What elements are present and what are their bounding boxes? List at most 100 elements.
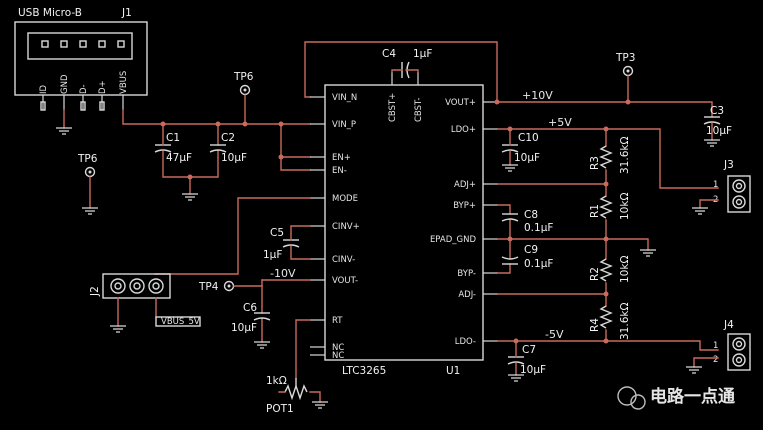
svg-text:0.1µF: 0.1µF — [524, 222, 553, 234]
svg-text:U1: U1 — [446, 365, 460, 377]
svg-text:VOUT+: VOUT+ — [445, 98, 476, 108]
svg-text:VBUS_5V: VBUS_5V — [161, 317, 200, 327]
ic-u1-ltc3265: LTC3265 U1 VIN_N VIN_P EN+ EN- MODE CINV… — [310, 72, 498, 377]
svg-text:ADJ+: ADJ+ — [454, 180, 476, 190]
svg-text:1: 1 — [713, 180, 718, 190]
svg-text:10µF: 10µF — [231, 322, 257, 334]
svg-text:BYP+: BYP+ — [453, 201, 476, 211]
ground-icon — [312, 401, 328, 409]
svg-text:NC: NC — [332, 343, 344, 353]
svg-text:RT: RT — [332, 316, 343, 326]
capacitor-c5: C5 1µF — [263, 227, 300, 261]
watermark: 电路一点通 — [617, 386, 735, 410]
ground-icon — [704, 139, 720, 147]
svg-text:1µF: 1µF — [413, 48, 432, 60]
connector-j3: J3 1 2 — [713, 159, 751, 213]
svg-text:10µF: 10µF — [221, 152, 247, 164]
ground-icon — [182, 193, 198, 201]
testpoint-tp4: TP4 — [198, 280, 235, 293]
svg-text:J2: J2 — [89, 286, 101, 297]
usb-pin-id: ID — [39, 84, 49, 94]
svg-text:BYP-: BYP- — [457, 269, 476, 279]
svg-text:TP4: TP4 — [198, 281, 219, 293]
resistor-r4: R4 31.6kΩ — [589, 303, 631, 340]
net-plus-5v: +5V — [548, 116, 572, 129]
svg-text:R1: R1 — [589, 204, 601, 218]
connector-j2: J2 — [89, 273, 171, 299]
svg-text:R4: R4 — [589, 318, 601, 332]
capacitor-c2: C2 10µF — [209, 132, 247, 164]
svg-text:VIN_P: VIN_P — [332, 120, 356, 130]
svg-text:EN+: EN+ — [332, 153, 351, 163]
capacitor-c8: C8 0.1µF — [501, 209, 553, 234]
testpoint-tp3: TP3 — [615, 52, 635, 77]
svg-text:10kΩ: 10kΩ — [619, 193, 631, 220]
svg-text:EN-: EN- — [332, 166, 347, 176]
capacitor-c10: C10 10µF — [501, 132, 540, 164]
svg-text:电路一点通: 电路一点通 — [650, 386, 735, 407]
svg-text:LDO-: LDO- — [455, 337, 476, 347]
vbus-label-box — [155, 316, 201, 327]
svg-text:TP3: TP3 — [615, 52, 635, 64]
svg-text:0.1µF: 0.1µF — [524, 258, 553, 270]
svg-text:POT1: POT1 — [266, 403, 294, 415]
usb-pin-gnd: GND — [60, 74, 70, 94]
net-plus-10v: +10V — [522, 89, 553, 102]
svg-text:47µF: 47µF — [166, 152, 192, 164]
svg-text:LDO+: LDO+ — [451, 125, 476, 135]
net-minus-10v: -10V — [270, 267, 296, 280]
svg-text:TP6: TP6 — [233, 71, 254, 83]
usb-connector-j1: USB Micro-B J1 ID GND D- D+ VBUS — [14, 7, 148, 111]
svg-text:EPAD_GND: EPAD_GND — [430, 235, 477, 245]
svg-text:J4: J4 — [723, 319, 734, 331]
usb-pin-dp: D+ — [98, 80, 108, 94]
ground-icon — [502, 164, 518, 172]
ground-icon — [508, 374, 524, 382]
svg-text:C5: C5 — [270, 227, 284, 239]
svg-text:10µF: 10µF — [514, 152, 540, 164]
svg-text:J3: J3 — [723, 159, 734, 171]
capacitor-c6: C6 10µF — [231, 302, 271, 334]
svg-text:C2: C2 — [221, 132, 235, 144]
usb-pin-vbus: VBUS — [119, 71, 129, 94]
svg-text:C8: C8 — [524, 209, 538, 221]
svg-text:C7: C7 — [522, 344, 536, 356]
ground-icon — [640, 249, 656, 257]
svg-text:1: 1 — [713, 341, 718, 351]
svg-text:R3: R3 — [589, 156, 601, 170]
testpoint-tp6: TP6 — [77, 153, 98, 178]
svg-text:VOUT-: VOUT- — [332, 276, 358, 286]
potentiometer-pot1: 1kΩ POT1 — [266, 375, 308, 415]
svg-text:C9: C9 — [524, 244, 538, 256]
usb-title: USB Micro-B — [18, 7, 82, 19]
usb-pin-dm: D- — [79, 84, 89, 94]
capacitor-c3: C3 10µF — [703, 105, 732, 137]
ground-icon — [82, 207, 98, 215]
ground-icon — [110, 325, 126, 333]
svg-text:1µF: 1µF — [263, 249, 282, 261]
capacitor-c1: C1 47µF — [154, 132, 192, 164]
svg-text:10kΩ: 10kΩ — [619, 256, 631, 283]
resistor-r1: R1 10kΩ — [589, 193, 631, 220]
svg-text:CBST-: CBST- — [414, 98, 424, 123]
svg-text:C1: C1 — [166, 132, 180, 144]
svg-text:31.6kΩ: 31.6kΩ — [619, 137, 631, 174]
svg-text:NC: NC — [332, 351, 344, 361]
svg-text:CINV-: CINV- — [332, 255, 355, 265]
svg-text:10µF: 10µF — [520, 364, 546, 376]
svg-text:VIN_N: VIN_N — [332, 93, 357, 103]
usb-ref: J1 — [121, 7, 132, 19]
ground-icon — [254, 341, 270, 349]
resistor-r3: R3 31.6kΩ — [589, 137, 631, 174]
svg-text:10µF: 10µF — [706, 125, 732, 137]
svg-text:1kΩ: 1kΩ — [266, 375, 287, 387]
svg-text:C6: C6 — [243, 302, 257, 314]
capacitor-c9: C9 0.1µF — [501, 244, 553, 270]
svg-text:LTC3265: LTC3265 — [342, 365, 386, 377]
ground-icon — [692, 207, 708, 215]
connector-j4: J4 1 2 — [713, 319, 751, 371]
capacitor-c7: C7 10µF — [507, 344, 546, 376]
svg-text:C4: C4 — [382, 48, 396, 60]
svg-text:MODE: MODE — [332, 194, 358, 204]
